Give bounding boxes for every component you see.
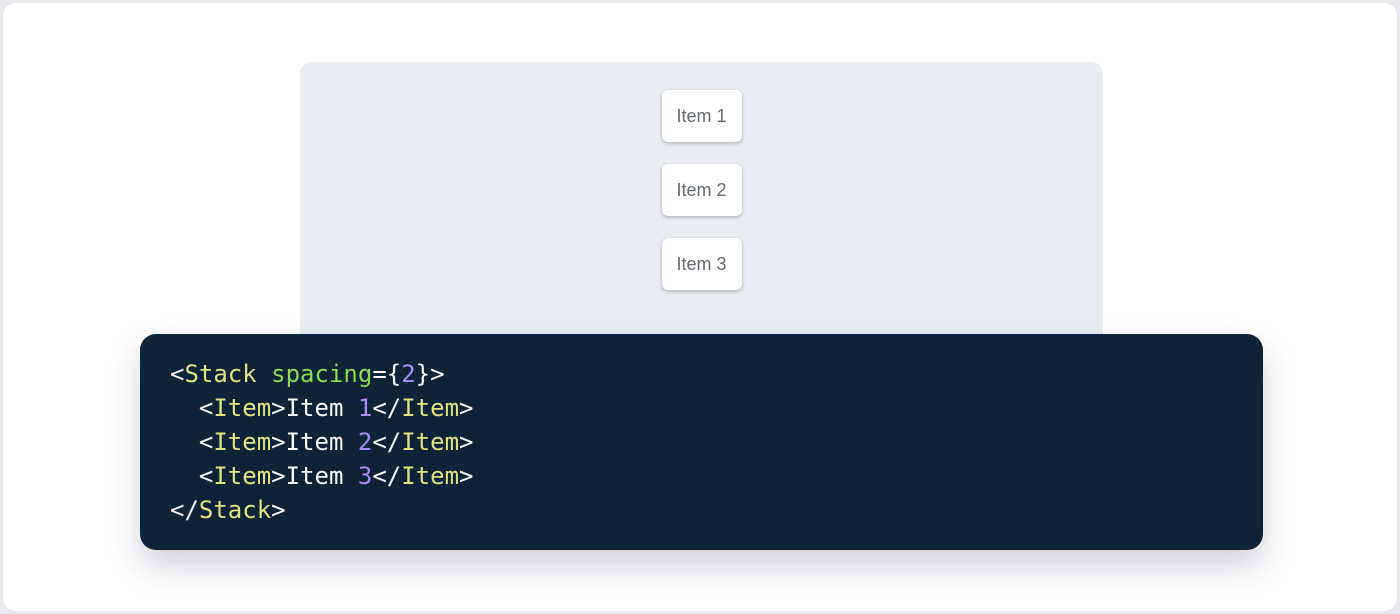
- code-line: </Stack>: [170, 496, 286, 524]
- stack-item-card: Item 1: [661, 90, 742, 142]
- code-line: <Stack spacing={2}>: [170, 360, 445, 388]
- stack-item-label: Item 1: [676, 105, 727, 126]
- code-line: <Item>Item 2</Item>: [170, 428, 474, 456]
- stack-item-card: Item 3: [661, 238, 742, 290]
- demo-panel: Item 1 Item 2 Item 3: [300, 62, 1103, 355]
- stack-item-label: Item 2: [676, 179, 727, 200]
- code-content: <Stack spacing={2}> <Item>Item 1</Item> …: [170, 357, 1233, 527]
- stack-demo: Item 1 Item 2 Item 3: [300, 90, 1103, 290]
- code-line: <Item>Item 3</Item>: [170, 462, 474, 490]
- code-line: <Item>Item 1</Item>: [170, 394, 474, 422]
- stack-item-label: Item 3: [676, 253, 727, 274]
- stack-item-card: Item 2: [661, 164, 742, 216]
- code-block: <Stack spacing={2}> <Item>Item 1</Item> …: [140, 334, 1263, 550]
